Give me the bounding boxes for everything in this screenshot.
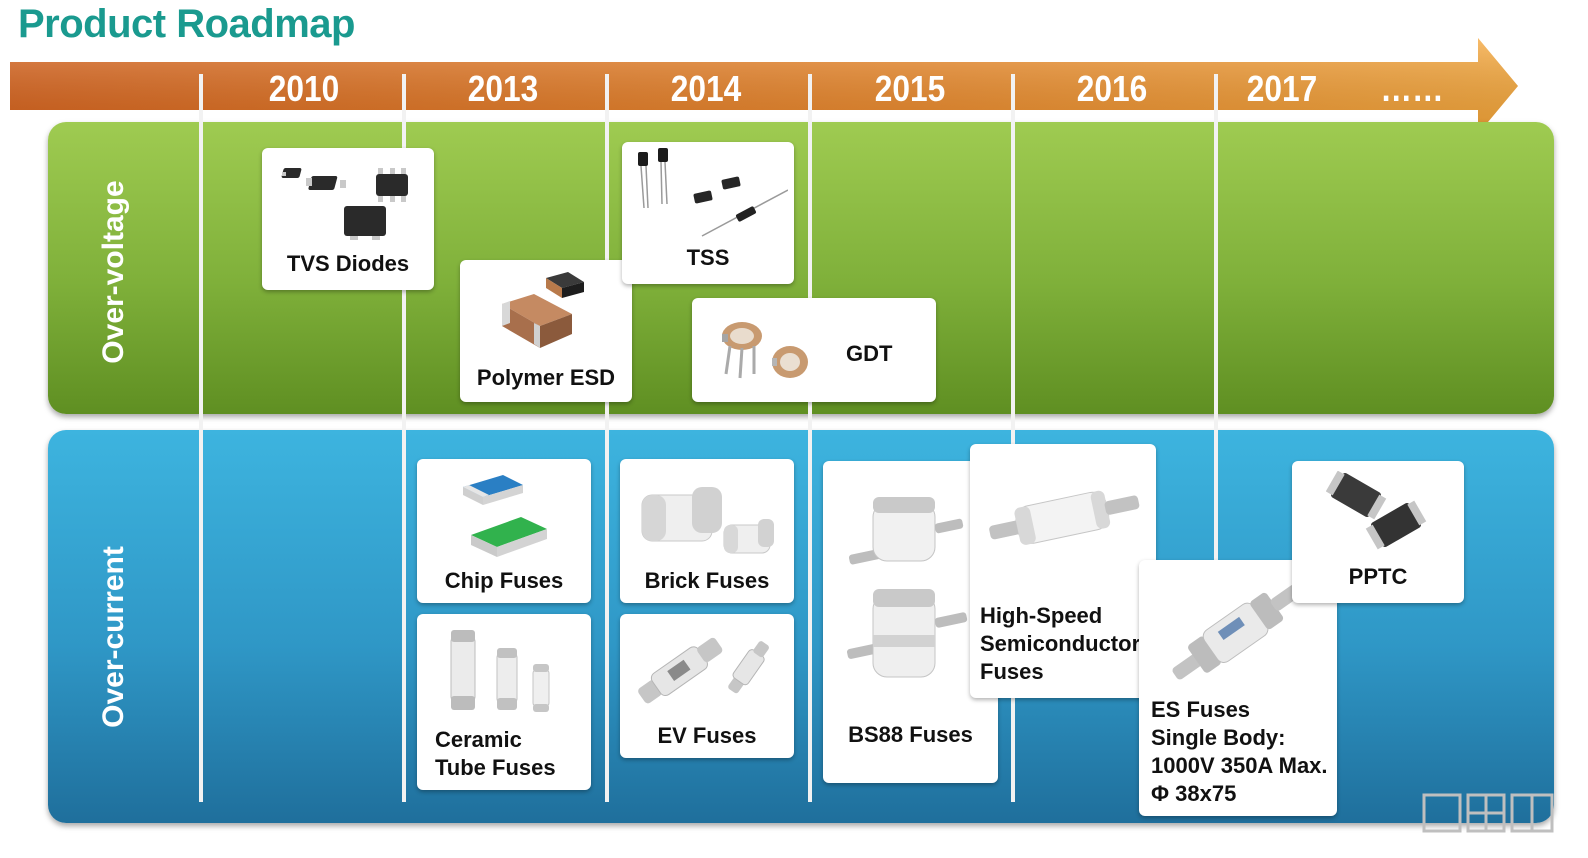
tss-label: TSS — [686, 245, 730, 270]
ev-fuses-label: EV Fuses — [657, 723, 757, 748]
gas-discharge-tube-icon — [722, 322, 808, 379]
year-line-2010 — [199, 74, 203, 802]
card-pptc: PPTC — [1292, 461, 1464, 603]
year-2010: 2010 — [268, 68, 340, 109]
cartridge-fuse-icon — [450, 630, 550, 712]
watermark-logo — [1420, 791, 1560, 844]
bolted-fuse-icon — [846, 497, 968, 678]
page-title: Product Roadmap — [18, 2, 355, 46]
card-chip-fuses: Chip Fuses — [417, 459, 591, 603]
bolted-fuse-icon — [1172, 585, 1301, 680]
bolted-fuse-icon — [638, 637, 769, 704]
polymer-esd-label: Polymer ESD — [476, 365, 616, 390]
year-ellipsis: …… — [1380, 68, 1444, 109]
pptc-label: PPTC — [1348, 564, 1408, 589]
card-gdt: GDT — [692, 298, 936, 402]
year-2014: 2014 — [670, 68, 742, 109]
timeline-arrow — [10, 38, 1518, 134]
high-speed-fuses-label: High-Speed Semiconductor Fuses — [980, 603, 1141, 684]
chip-component-icon — [463, 475, 547, 557]
year-2017: 2017 — [1246, 68, 1318, 109]
card-ev-fuses: EV Fuses — [620, 614, 794, 758]
card-ceramic-tube-fuses: Ceramic Tube Fuses — [417, 614, 591, 790]
axial-diode-icon — [638, 148, 788, 237]
year-line-2015 — [808, 74, 812, 802]
year-line-2013 — [402, 74, 406, 802]
pptc-device-icon — [1326, 471, 1427, 550]
year-2015: 2015 — [874, 68, 946, 109]
over-current-label: Over-current — [97, 546, 130, 728]
card-brick-fuses: Brick Fuses — [620, 459, 794, 603]
year-2016: 2016 — [1076, 68, 1148, 109]
ceramic-tube-fuses-label: Ceramic Tube Fuses — [435, 727, 556, 780]
cartridge-fuse-icon — [641, 487, 774, 554]
chip-component-icon — [502, 272, 584, 348]
gdt-label: GDT — [846, 341, 893, 366]
year-line-2014 — [605, 74, 609, 802]
watermark-logo-icon — [1422, 793, 1554, 833]
year-line-2017 — [1214, 74, 1218, 802]
tvs-diodes-label: TVS Diodes — [286, 251, 410, 276]
card-tss: TSS — [622, 142, 794, 284]
over-voltage-label: Over-voltage — [97, 180, 130, 364]
card-polymer-esd: Polymer ESD — [460, 260, 632, 402]
year-2013: 2013 — [467, 68, 539, 109]
year-line-2016 — [1011, 74, 1015, 802]
smd-diode-icon — [281, 168, 408, 240]
card-bs88-fuses: BS88 Fuses — [823, 461, 998, 783]
card-tvs-diodes: TVS Diodes — [262, 148, 434, 290]
card-high-speed-fuses: High-Speed Semiconductor Fuses — [970, 444, 1156, 698]
bs88-fuses-label: BS88 Fuses — [848, 722, 973, 747]
chip-fuses-label: Chip Fuses — [444, 568, 564, 593]
bolted-fuse-icon — [989, 490, 1140, 545]
brick-fuses-label: Brick Fuses — [644, 568, 770, 593]
es-fuses-label: ES Fuses Single Body: 1000V 350A Max. Φ … — [1151, 697, 1328, 806]
